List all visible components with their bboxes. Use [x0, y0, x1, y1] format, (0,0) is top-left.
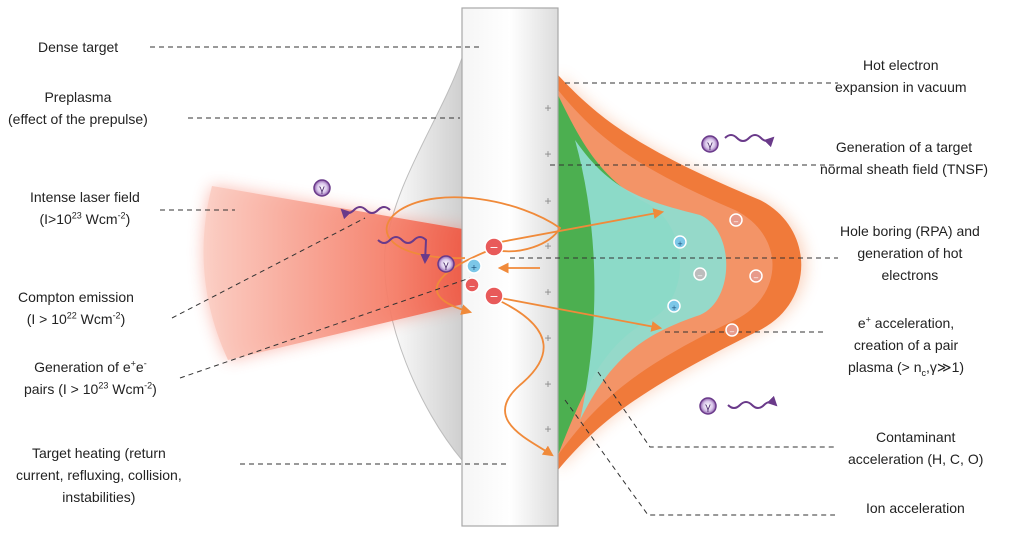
target-plus-sign: +	[544, 101, 551, 115]
svg-text:−: −	[729, 328, 735, 336]
label-preplasma: Preplasma (effect of the prepulse)	[8, 89, 148, 127]
label-positron-acceleration: e+ acceleration, creation of a pair plas…	[848, 314, 965, 378]
electron-marker: −	[464, 277, 480, 293]
photon-marker: γ	[699, 397, 717, 415]
laser-beam	[203, 186, 481, 360]
label-ion-acceleration: Ion acceleration	[866, 500, 965, 516]
svg-text:γ: γ	[443, 260, 449, 271]
target-plus-sign: +	[544, 285, 551, 299]
pair-plasma	[575, 140, 727, 420]
label-dense-target: Dense target	[38, 39, 119, 55]
target-plus-sign: +	[544, 377, 551, 391]
positron-marker: +	[667, 299, 681, 313]
svg-text:−: −	[753, 274, 759, 282]
photon-marker: γ	[701, 135, 719, 153]
target-plus-sign: +	[544, 194, 551, 208]
leader-lines	[150, 46, 838, 516]
electron-marker: −	[729, 213, 743, 227]
positron-marker: +	[466, 258, 482, 274]
label-hole-boring: Hole boring (RPA) and generation of hot …	[840, 223, 980, 283]
svg-text:−: −	[697, 272, 703, 280]
label-pair-generation: Generation of e+e- pairs (I > 1023 Wcm-2…	[24, 358, 157, 397]
label-contaminant-acceleration: Contaminant acceleration (H, C, O)	[848, 429, 984, 467]
target-plus-sign: +	[544, 147, 551, 161]
electron-marker: −	[484, 237, 504, 257]
svg-text:−: −	[469, 282, 476, 291]
svg-text:+: +	[671, 304, 677, 312]
positron-marker: +	[673, 235, 687, 249]
photon-marker: γ	[313, 179, 331, 197]
photon-marker: γ	[437, 255, 455, 273]
photon-emission	[340, 134, 778, 409]
svg-text:−: −	[489, 290, 498, 303]
svg-text:γ: γ	[319, 184, 325, 195]
target-charges: + + + + + + + +	[544, 101, 551, 436]
electron-trajectories	[385, 196, 665, 457]
target-plus-sign: +	[544, 422, 551, 436]
particle-markers: γ γ γ γ − + − − + − + − − −	[313, 135, 763, 415]
svg-text:−: −	[733, 218, 739, 226]
svg-text:γ: γ	[707, 140, 713, 151]
svg-text:+: +	[471, 263, 478, 272]
svg-text:−: −	[489, 241, 498, 254]
ion-marker: −	[693, 267, 707, 281]
svg-text:γ: γ	[705, 402, 711, 413]
label-compton-emission: Compton emission (I > 1022 Wcm-2)	[18, 289, 134, 327]
label-intense-laser-field: Intense laser field (I>1023 Wcm-2)	[30, 189, 140, 227]
label-tnsf: Generation of a target normal sheath fie…	[820, 139, 989, 177]
label-hot-electron-expansion: Hot electron expansion in vacuum	[835, 57, 967, 95]
electron-marker: −	[749, 269, 763, 283]
electron-marker: −	[484, 286, 504, 306]
svg-text:+: +	[677, 240, 683, 248]
target-plus-sign: +	[544, 239, 551, 253]
electron-marker: −	[725, 323, 739, 337]
label-target-heating: Target heating (return current, refluxin…	[16, 445, 182, 505]
target-plus-sign: +	[544, 331, 551, 345]
